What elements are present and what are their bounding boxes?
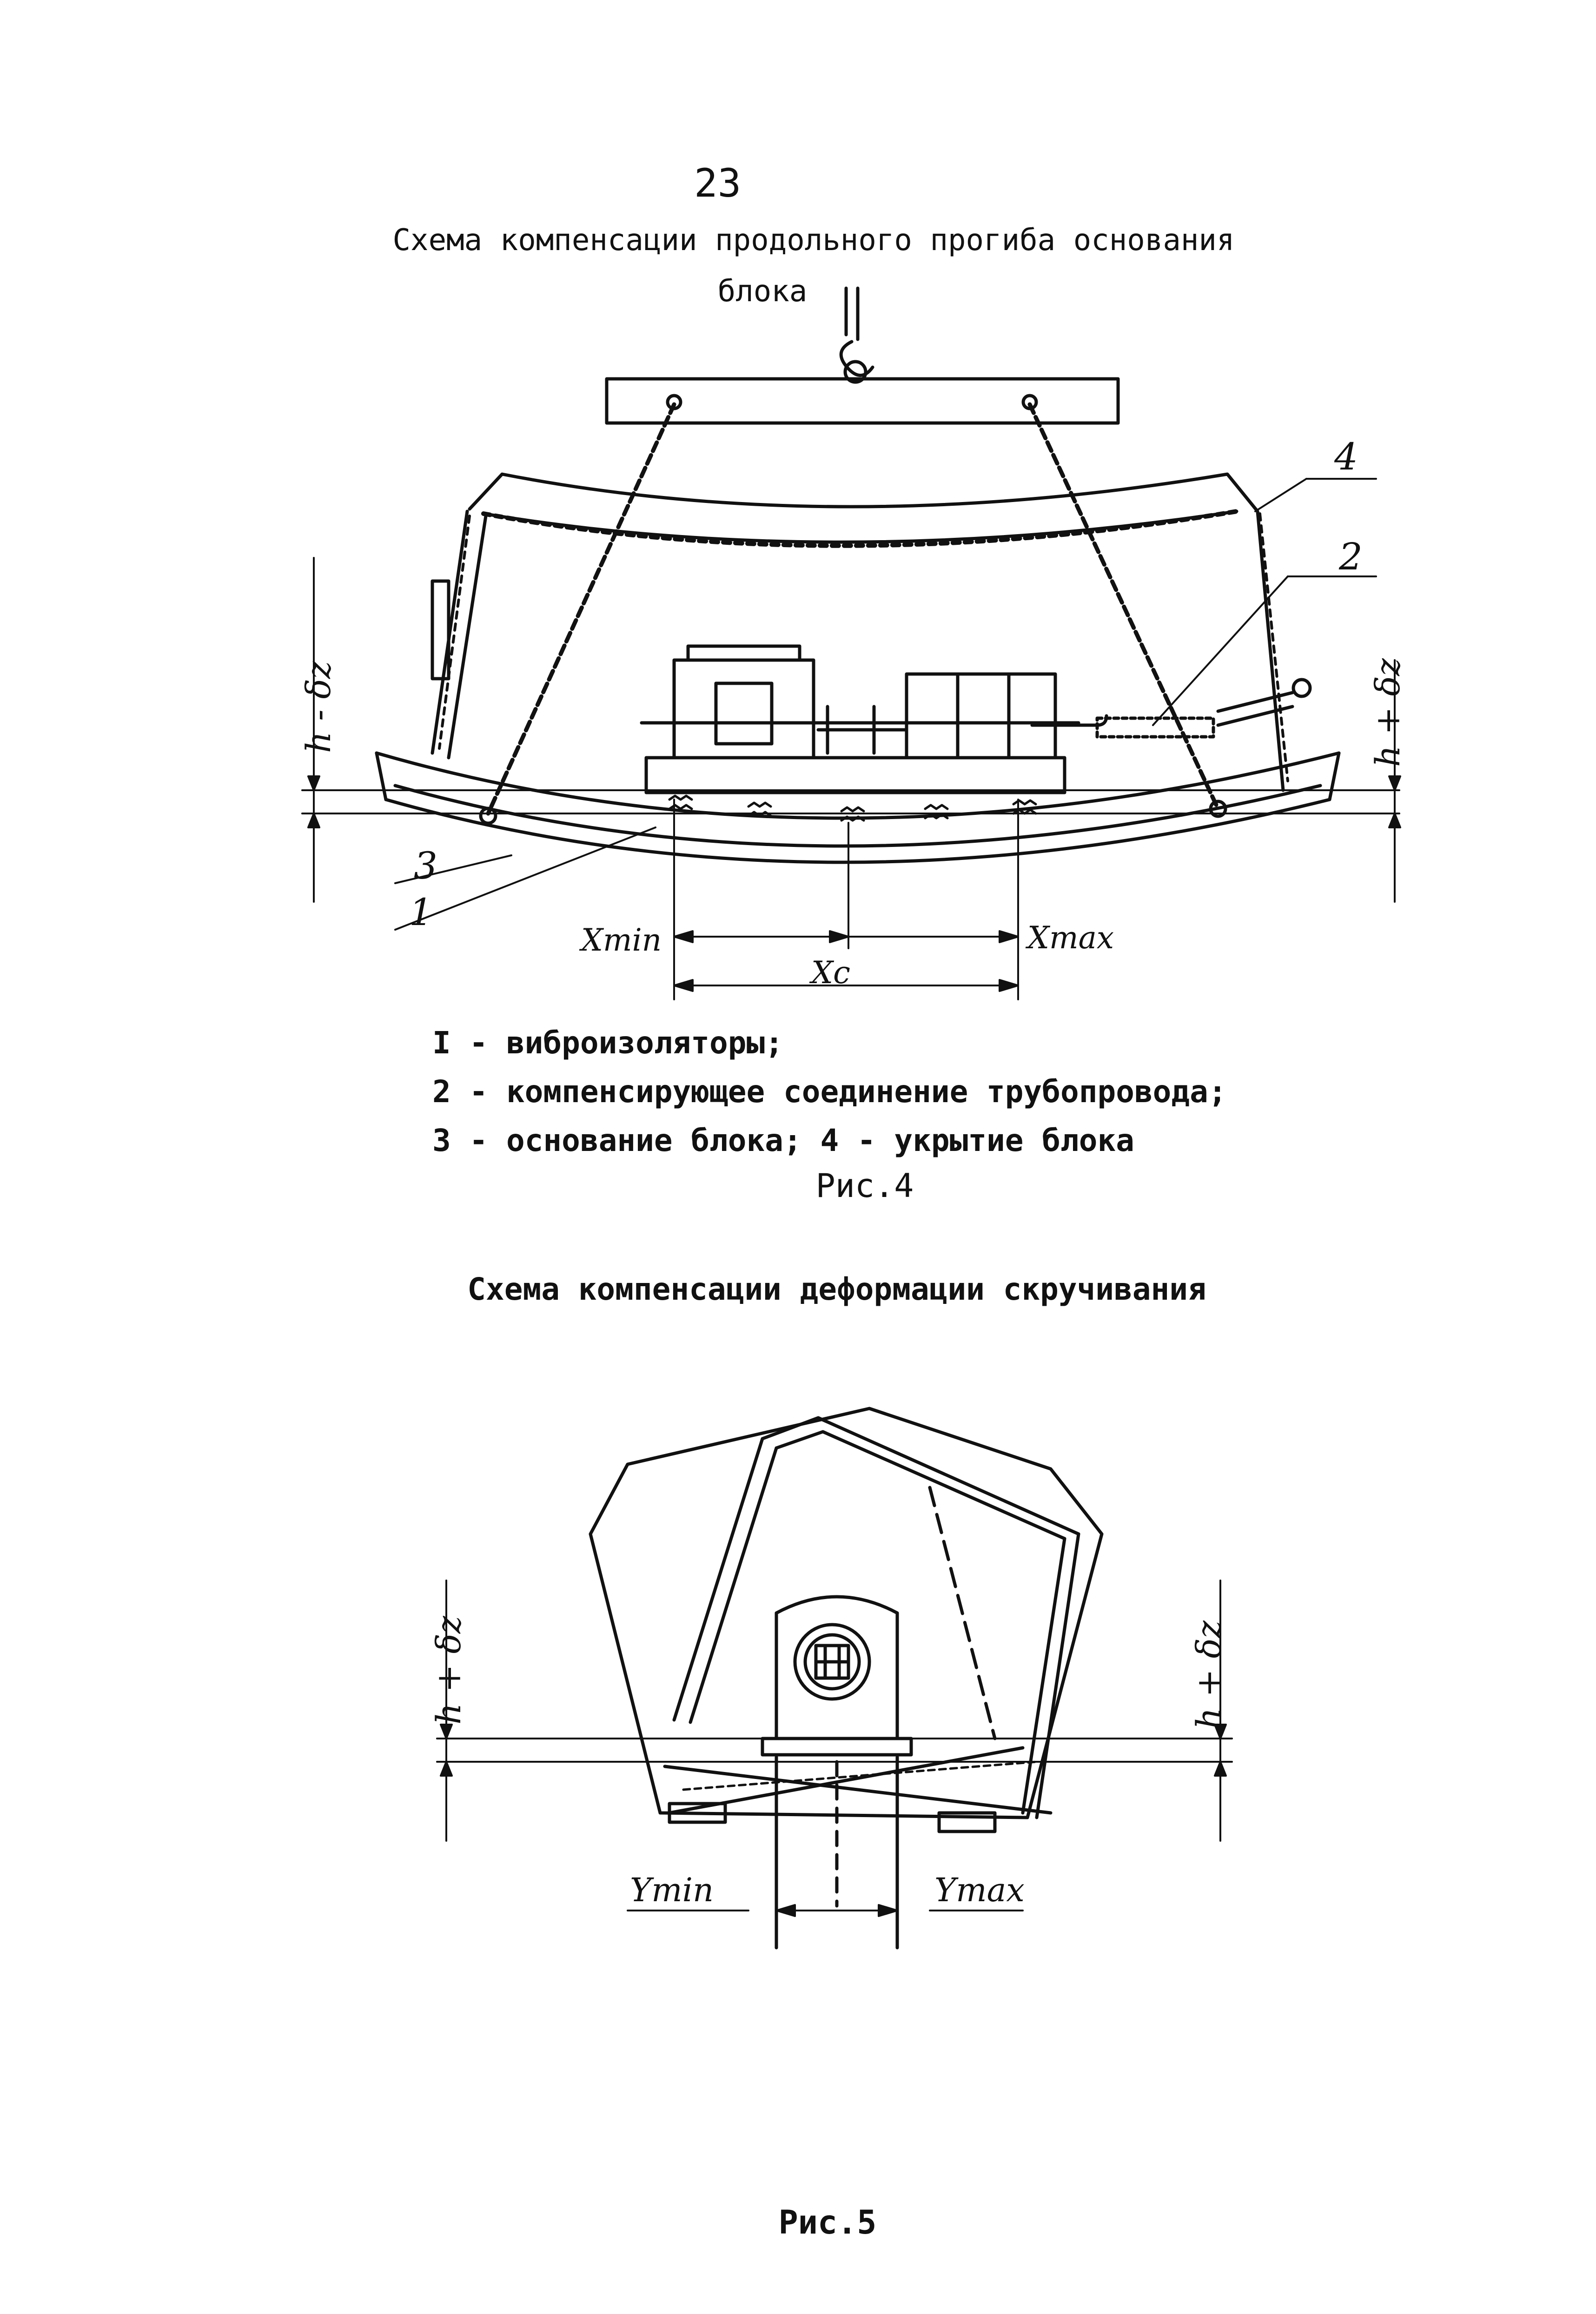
h-plus-dz-label: h + δz — [1368, 658, 1407, 767]
figure4-caption: Рис.4 — [815, 1167, 914, 1205]
block-cover — [430, 472, 1289, 792]
fig5-h-plus-dz-left: h + δz — [429, 1615, 468, 1725]
y-max-label: Ymax — [934, 1871, 1025, 1909]
motor-unit — [761, 1595, 913, 1757]
x-min-label: Xmin — [579, 922, 662, 958]
figure4-drawing: 4 2 3 1 h - δz h + δz Xmin Xmax Xc — [299, 286, 1407, 1000]
y-min-label: Ymin — [630, 1871, 714, 1909]
equipment-unit — [640, 644, 1080, 794]
reference-lines — [301, 478, 1401, 1000]
figure4-title-line2: блока — [717, 274, 808, 309]
callout-2: 2 — [1338, 535, 1363, 578]
callout-1: 1 — [409, 891, 433, 934]
callout-3: 3 — [414, 844, 437, 887]
figure5-caption: Рис.5 — [778, 2203, 877, 2241]
x-c-label: Xc — [809, 955, 850, 991]
spreader-beam — [605, 377, 1120, 425]
fig5-h-plus-dz-right: h + δz — [1189, 1620, 1228, 1729]
fig5-reference-lines — [436, 1580, 1233, 1917]
x-max-label: Xmax — [1025, 920, 1114, 956]
block-base — [375, 751, 1341, 864]
right-sling — [1027, 402, 1220, 811]
rotated-block-outline — [589, 1407, 1104, 1819]
page-number: 23 — [694, 160, 742, 206]
crane-hook — [839, 286, 874, 384]
tilted-cover — [672, 1416, 1080, 1819]
crossed-base — [663, 1746, 1053, 1833]
figure4-legend-item: I - виброизоляторы; — [432, 1025, 783, 1061]
figure4-title-line1: Схема компенсации продольного прогиба ос… — [392, 223, 1235, 258]
left-sling — [486, 402, 676, 816]
h-minus-dz-label: h - δz — [299, 661, 338, 753]
pipe-joint — [1030, 678, 1312, 739]
dashed-axis — [928, 1486, 997, 1740]
figure5-title: Схема компенсации деформации скручивания — [467, 1271, 1206, 1307]
callout-4: 4 — [1334, 435, 1358, 478]
figure4-legend-item: 3 - основание блока; 4 - укрытие блока — [432, 1123, 1134, 1158]
figure4-legend-item: 2 - компенсирующее соединение трубопрово… — [432, 1074, 1227, 1110]
